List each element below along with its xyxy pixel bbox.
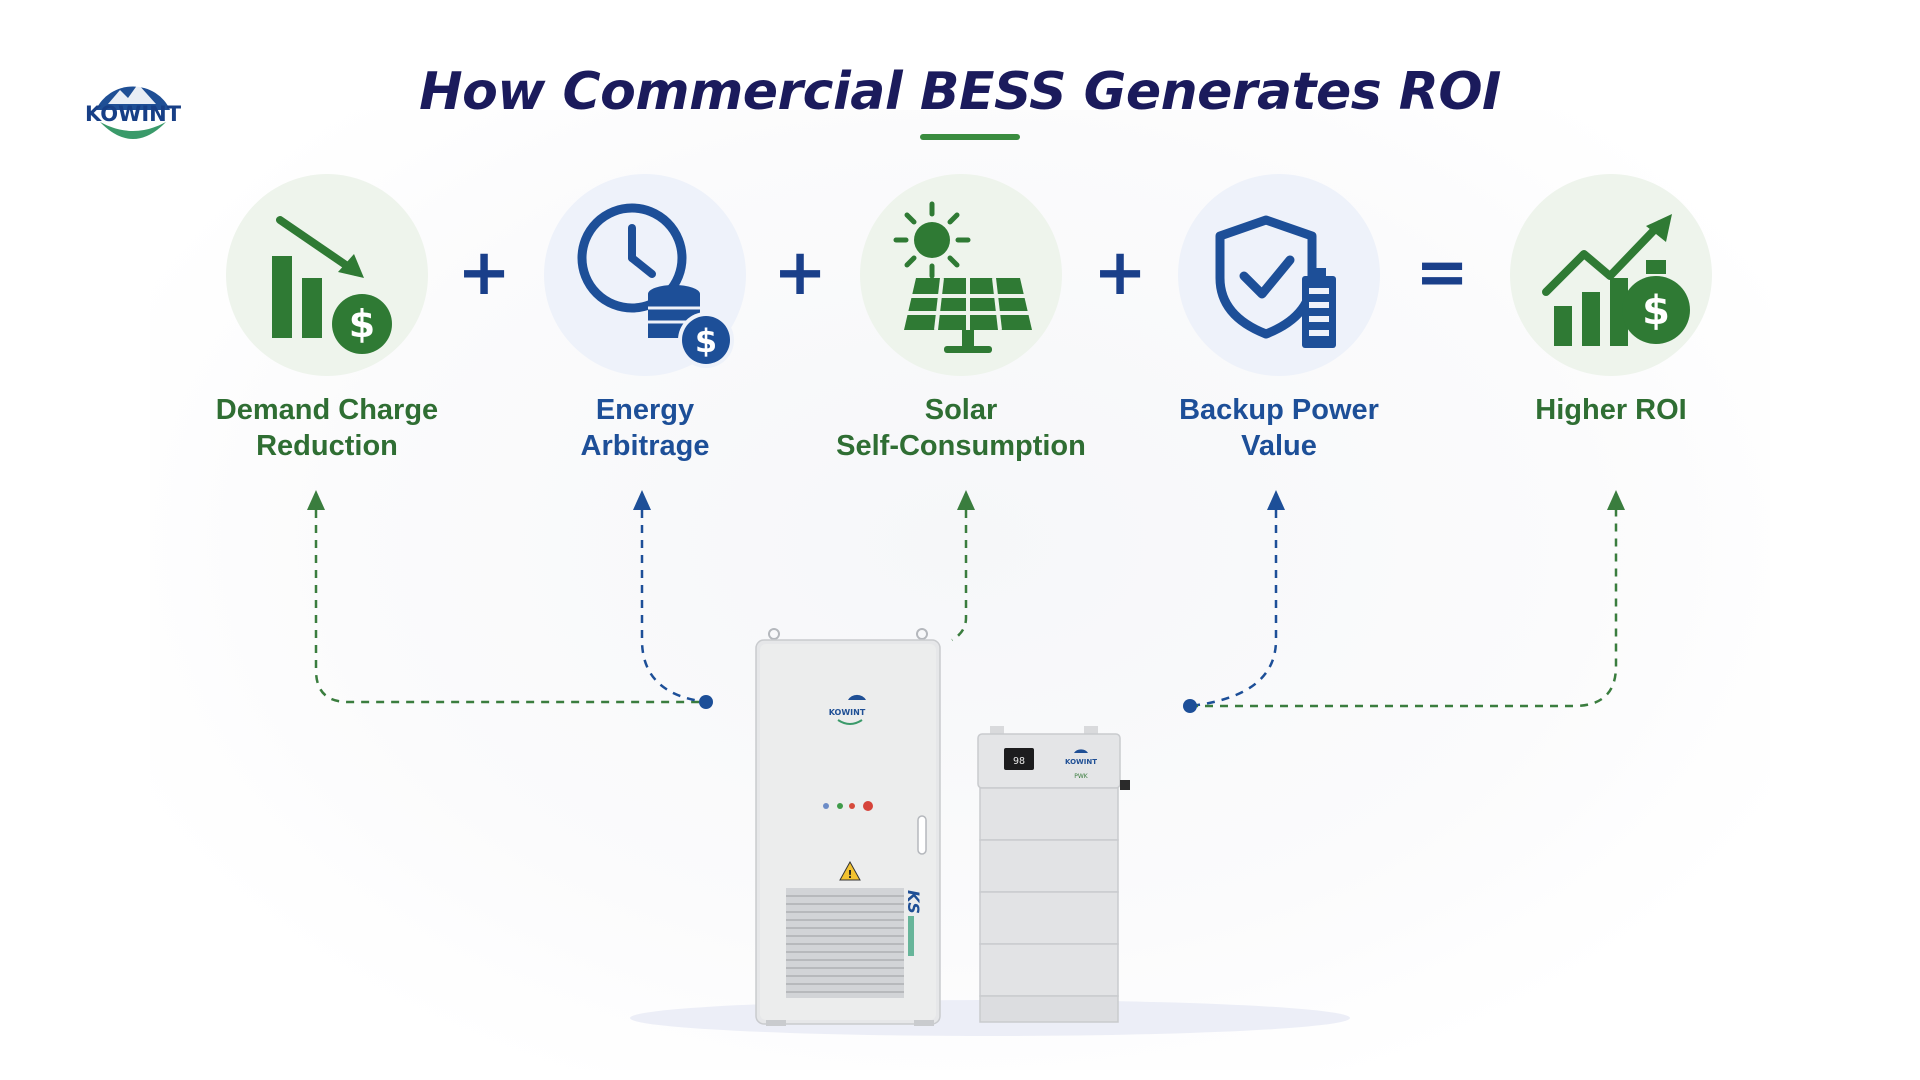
plus-operator: + [773, 236, 827, 310]
flow-node-left [699, 695, 713, 709]
svg-text:$: $ [349, 302, 375, 346]
title-underline [920, 134, 1020, 140]
cabinet-unit: KOWINT ! KS [755, 628, 941, 1026]
svg-text:!: ! [847, 868, 852, 881]
step-icon-circle: $ [544, 174, 746, 376]
flow-node-right [1183, 699, 1197, 713]
clock-coins-dollar-icon: $ [577, 203, 734, 368]
step-label: Solar Self-Consumption [836, 394, 1086, 462]
arrow-head-solar [957, 490, 975, 510]
battery-model: PWK [1074, 773, 1089, 780]
arrow-head-backup [1267, 490, 1285, 510]
step-label: Backup Power Value [1179, 394, 1379, 462]
battery-display: 98 [1013, 756, 1025, 767]
cabinet-brand: KOWINT [829, 708, 866, 717]
step-label: Demand Charge Reduction [215, 394, 439, 462]
flow-arbitrage [640, 510, 707, 704]
step-icon-circle [1178, 174, 1380, 376]
shield-check-battery-icon [1215, 215, 1336, 348]
growth-chart-dollar-icon: $ [1542, 214, 1690, 346]
arrow-head-arbitrage [633, 490, 651, 510]
arrow-head-roi [1607, 490, 1625, 510]
logo-emblem-icon [96, 84, 170, 139]
logo-text: KOWINT [84, 102, 182, 126]
sun-solar-panel-icon [893, 201, 1032, 353]
step-icon-circle: $ [226, 174, 428, 376]
step-icon-circle [860, 174, 1062, 376]
flow-demand [314, 510, 706, 704]
cabinet-model: KS [904, 890, 923, 914]
plus-operator: + [457, 236, 511, 310]
arrow-head-demand [307, 490, 325, 510]
kowint-logo: KOWINT [78, 70, 188, 154]
step-label: Higher ROI [1535, 394, 1687, 426]
flow-backup [1189, 510, 1278, 708]
stacked-battery-unit: 98 KOWINT PWK [977, 726, 1130, 1023]
svg-text:$: $ [1642, 288, 1670, 334]
bar-chart-down-dollar-icon: $ [272, 216, 392, 354]
equals-operator: = [1415, 236, 1469, 310]
step-label: Energy Arbitrage [580, 394, 710, 462]
plus-operator: + [1093, 236, 1147, 310]
step-icon-circle: $ [1510, 174, 1712, 376]
svg-text:$: $ [695, 322, 717, 360]
flow-solar [951, 510, 968, 642]
battery-brand: KOWINT [1065, 758, 1097, 766]
page-title: How Commercial BESS Generates ROI [419, 62, 1501, 122]
